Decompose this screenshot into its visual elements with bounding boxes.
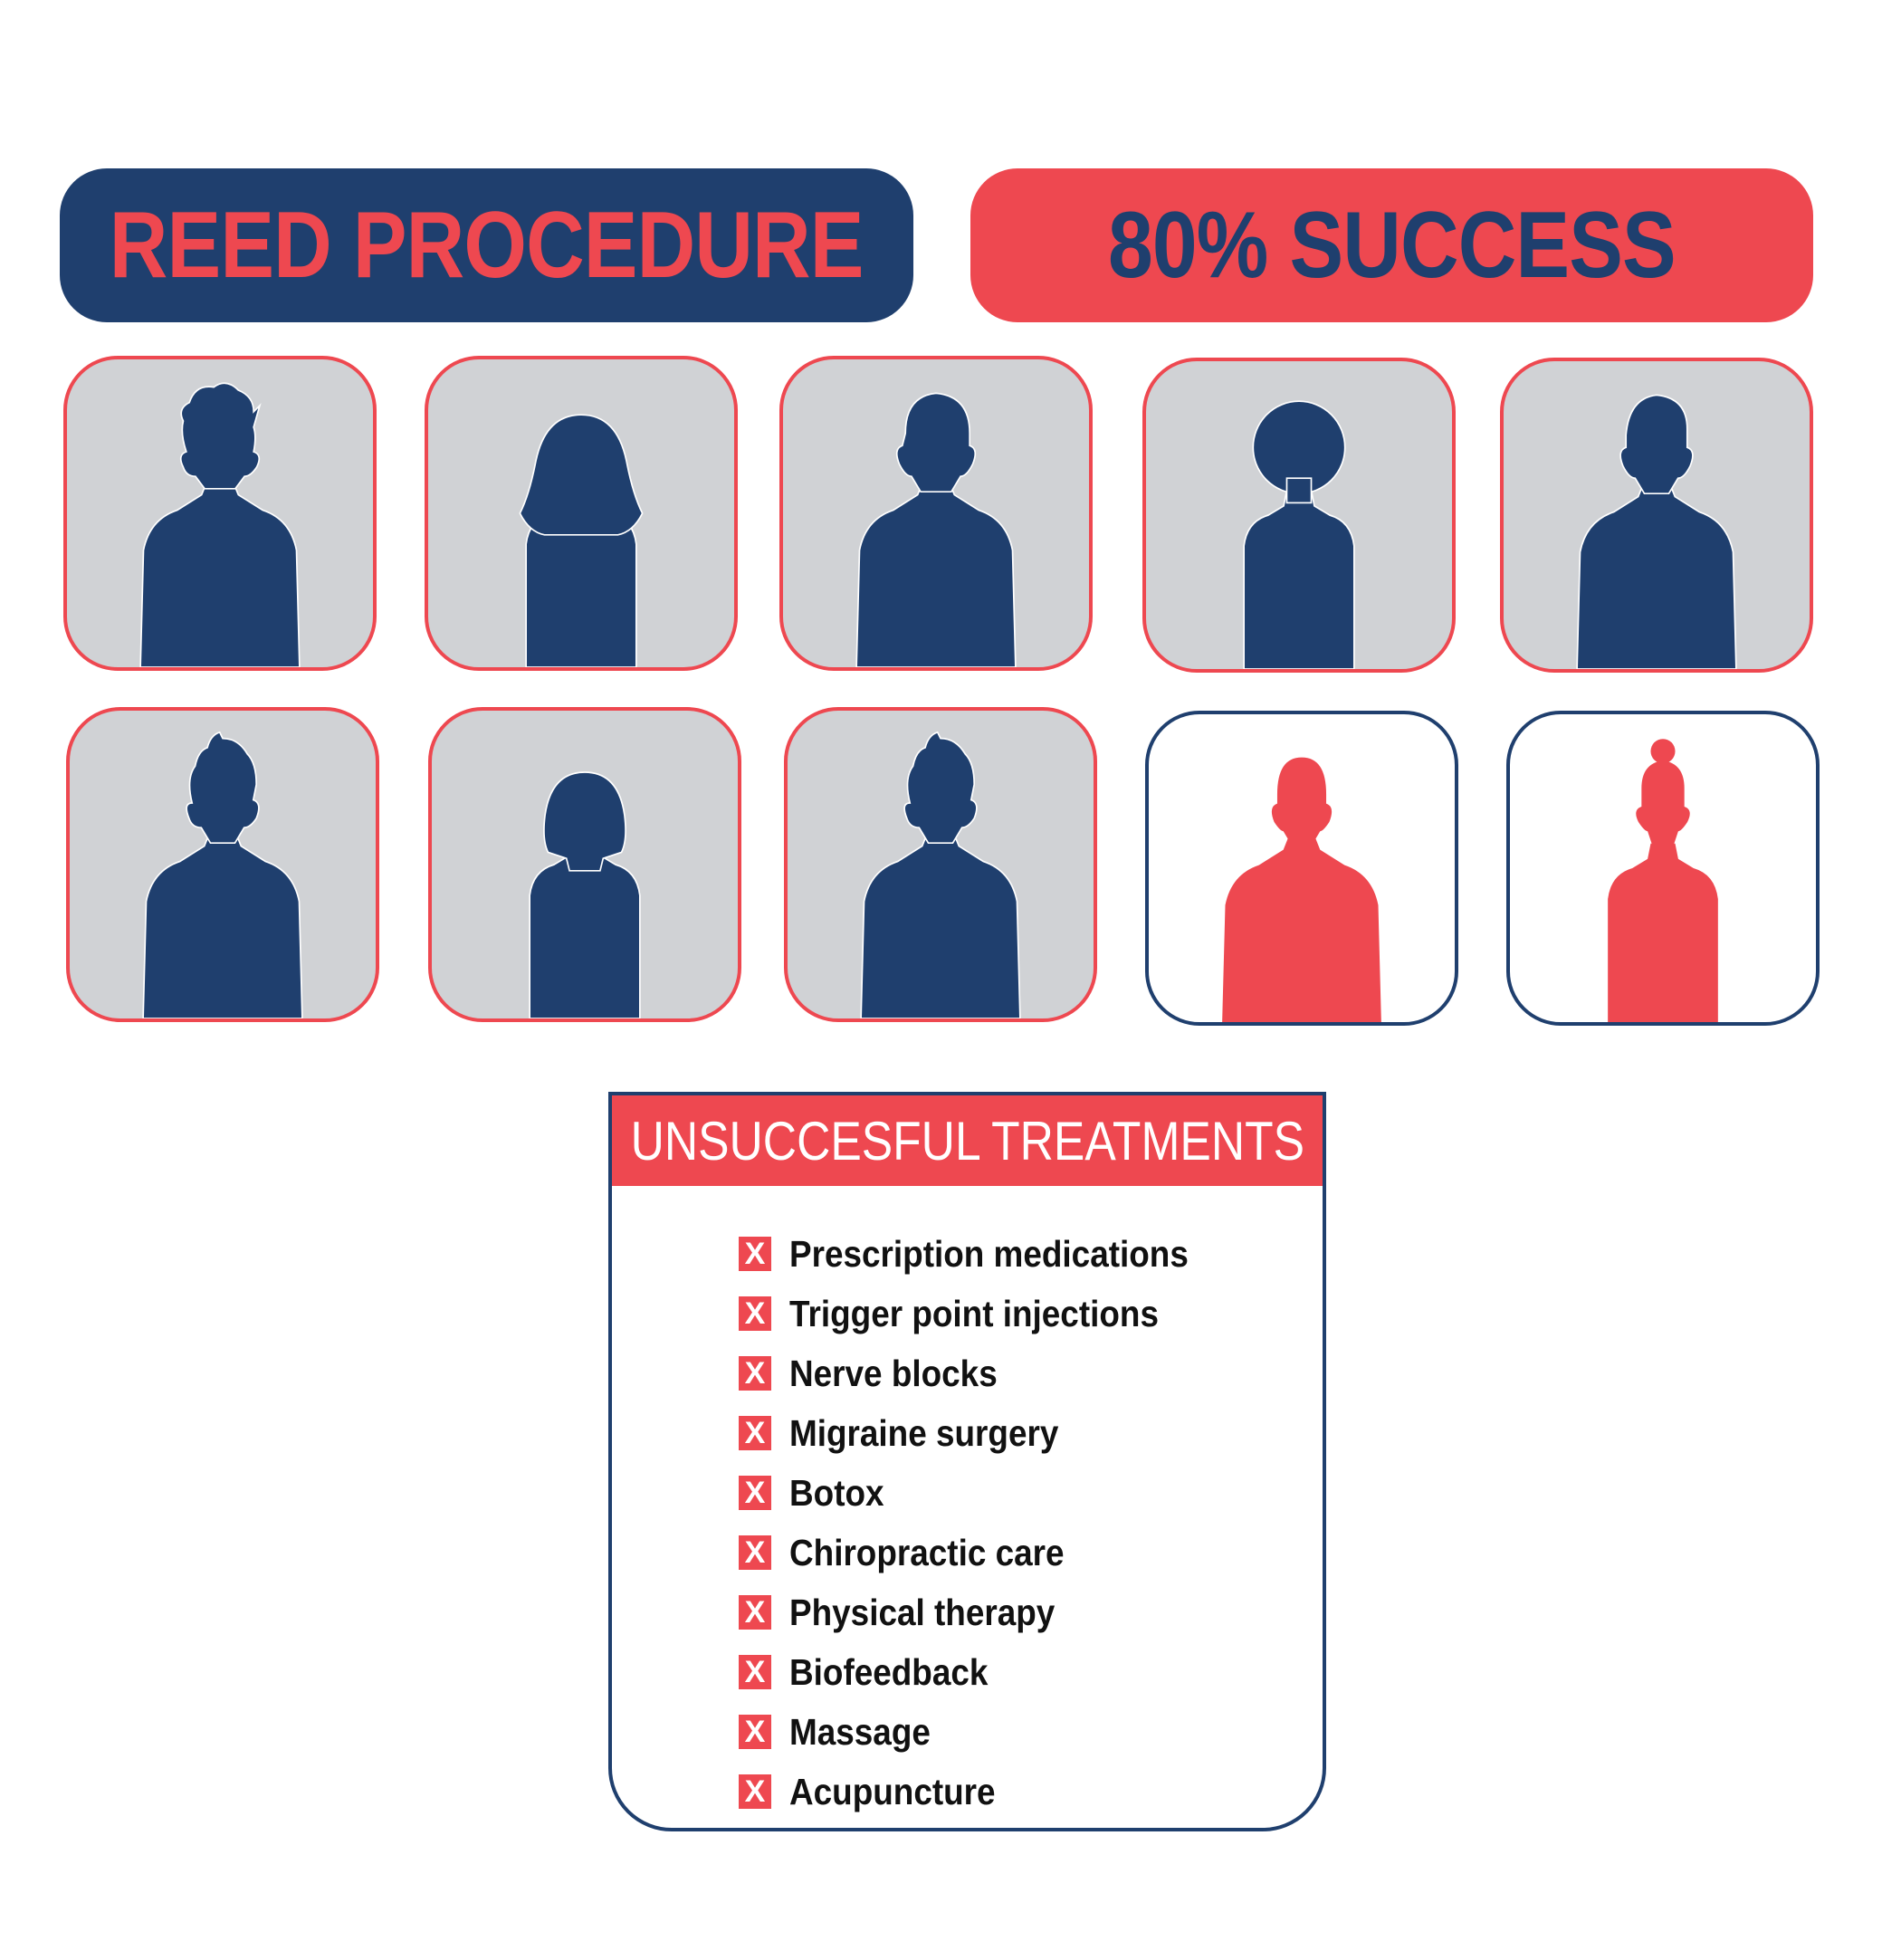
patient-card-success [1500, 358, 1813, 673]
x-mark-icon: X [739, 1296, 771, 1331]
procedure-title-banner: REED PROCEDURE [60, 168, 913, 322]
x-mark-icon: X [739, 1715, 771, 1749]
treatment-label: Physical therapy [789, 1591, 1056, 1633]
success-rate-banner: 80% SUCCESS [970, 168, 1813, 322]
x-mark-icon: X [739, 1655, 771, 1689]
treatment-item: X Nerve blocks [739, 1343, 1233, 1403]
treatment-item: X Physical therapy [739, 1582, 1233, 1642]
treatment-label: Acupuncture [789, 1770, 996, 1812]
patient-card-success [425, 356, 738, 671]
x-mark-icon: X [739, 1535, 771, 1570]
treatments-panel-header: UNSUCCESFUL TREATMENTS [612, 1095, 1323, 1186]
x-mark-icon: X [739, 1416, 771, 1450]
treatment-item: X Chiropractic care [739, 1523, 1233, 1582]
patient-card-success [779, 356, 1093, 671]
treatment-item: X Migraine surgery [739, 1403, 1233, 1463]
procedure-title: REED PROCEDURE [110, 192, 865, 298]
patient-card-success [1142, 358, 1456, 673]
x-mark-icon: X [739, 1237, 771, 1271]
patient-card-success [428, 707, 741, 1022]
person-silhouette-icon [142, 731, 303, 1018]
person-silhouette-icon [1576, 394, 1737, 669]
treatment-label: Biofeedback [789, 1650, 989, 1693]
x-mark-icon: X [739, 1356, 771, 1391]
treatment-label: Trigger point injections [789, 1292, 1159, 1334]
person-silhouette-icon [1243, 400, 1355, 669]
person-silhouette-icon [529, 771, 641, 1018]
treatment-label: Migraine surgery [789, 1411, 1059, 1454]
treatment-label: Botox [789, 1471, 884, 1514]
treatment-item: X Massage [739, 1702, 1233, 1762]
unsuccessful-treatments-panel: UNSUCCESFUL TREATMENTS X Prescription med… [608, 1092, 1326, 1831]
person-silhouette-icon [860, 731, 1021, 1018]
treatment-label: Massage [789, 1710, 931, 1753]
treatment-item: X Prescription medications [739, 1224, 1233, 1284]
patient-card-success [784, 707, 1097, 1022]
treatment-item: X Trigger point injections [739, 1284, 1233, 1343]
person-silhouette-icon [139, 382, 301, 667]
treatments-panel-title: UNSUCCESFUL TREATMENTS [630, 1110, 1304, 1171]
person-silhouette-icon [519, 414, 644, 667]
x-mark-icon: X [739, 1476, 771, 1510]
treatment-item: X Acupuncture [739, 1762, 1233, 1821]
person-silhouette-icon [855, 392, 1017, 667]
treatment-label: Chiropractic care [789, 1531, 1065, 1573]
person-silhouette-icon [1222, 757, 1381, 1022]
person-silhouette-icon [1608, 739, 1718, 1022]
patient-card-unsuccessful [1145, 711, 1458, 1026]
treatment-label: Nerve blocks [789, 1352, 998, 1394]
success-rate-label: 80% SUCCESS [1108, 192, 1677, 298]
treatment-item: X Biofeedback [739, 1642, 1233, 1702]
patient-card-unsuccessful [1506, 711, 1820, 1026]
x-mark-icon: X [739, 1774, 771, 1809]
x-mark-icon: X [739, 1595, 771, 1630]
patient-card-success [63, 356, 377, 671]
treatment-label: Prescription medications [789, 1232, 1189, 1275]
patient-card-success [66, 707, 379, 1022]
treatment-item: X Botox [739, 1463, 1233, 1523]
